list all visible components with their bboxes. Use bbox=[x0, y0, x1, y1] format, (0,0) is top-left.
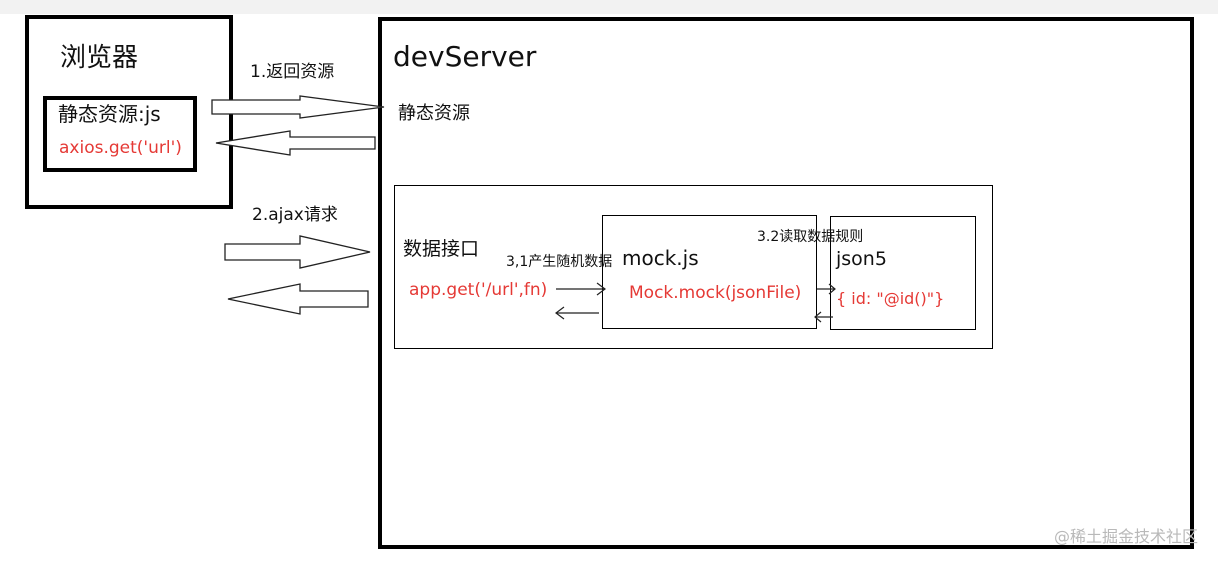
devserver-title: devServer bbox=[393, 40, 537, 73]
devserver-static-resource-label: 静态资源 bbox=[398, 103, 470, 124]
json5-title: json5 bbox=[836, 248, 887, 270]
mock-js-title: mock.js bbox=[622, 246, 699, 270]
return-resource-left-arrow bbox=[215, 130, 376, 156]
arrow-label-generate-random: 3,1产生随机数据 bbox=[506, 254, 613, 270]
data-interface-box bbox=[394, 185, 993, 349]
static-resource-box bbox=[43, 96, 197, 172]
json5-box bbox=[830, 216, 976, 330]
watermark-text: @稀土掘金技术社区 bbox=[1053, 527, 1198, 546]
arrow-label-read-rules: 3.2读取数据规则 bbox=[757, 229, 864, 245]
json5-rule-text: { id: "@id()"} bbox=[836, 289, 945, 308]
ajax-response-left-arrow bbox=[227, 283, 369, 315]
devserver-box bbox=[378, 17, 1194, 549]
mock-js-box bbox=[602, 215, 817, 329]
app-get-route-text: app.get('/url',fn) bbox=[409, 280, 548, 300]
arrow-label-ajax-request: 2.ajax请求 bbox=[252, 205, 338, 225]
axios-call-text: axios.get('url') bbox=[59, 138, 182, 158]
ajax-request-right-arrow bbox=[224, 235, 371, 269]
return-resource-right-arrow bbox=[211, 95, 385, 119]
browser-title: 浏览器 bbox=[60, 43, 139, 73]
mock-call-text: Mock.mock(jsonFile) bbox=[629, 283, 802, 303]
arrow-label-return-resource: 1.返回资源 bbox=[250, 62, 335, 82]
data-interface-title: 数据接口 bbox=[403, 238, 480, 260]
top-bar bbox=[0, 0, 1218, 14]
static-resource-js-label: 静态资源:js bbox=[58, 102, 161, 126]
